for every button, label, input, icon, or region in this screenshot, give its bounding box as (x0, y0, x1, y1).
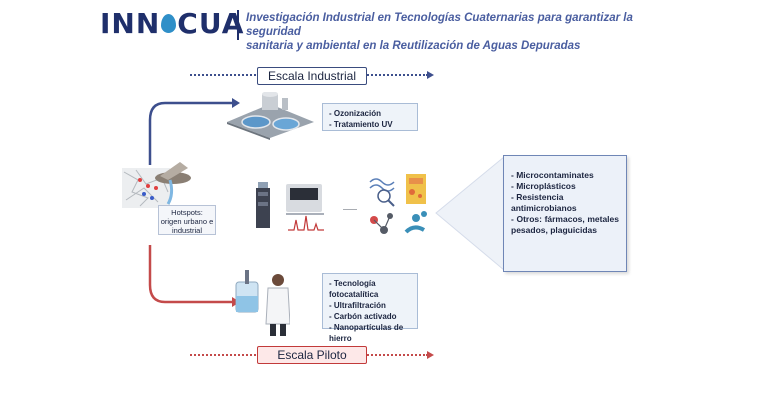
subtitle-line-1: Investigación Industrial en Tecnologías … (246, 12, 633, 38)
chromatography-instrument-icon (256, 182, 324, 231)
pilot-dotted-line-right (360, 354, 428, 356)
instrument-to-analysis-arrow (343, 209, 357, 210)
industrial-arrowhead (427, 71, 434, 79)
header-divider (237, 10, 239, 40)
sampling-map-icon (122, 162, 191, 208)
pilot-scale-label: Escala Piloto (257, 346, 367, 364)
pilot-dotted-line-left (190, 354, 260, 356)
logo-text-left: INN (100, 7, 161, 40)
pilot-reactor-scientist-icon (235, 270, 290, 336)
result-item: Microplásticos (511, 181, 619, 192)
hotspots-line-1: origen urbano e (160, 217, 214, 226)
results-callout-wedge (435, 156, 504, 271)
hotspots-line-2: industrial (171, 226, 202, 235)
results-box: Microcontaminates Microplásticos Resiste… (503, 155, 627, 272)
logo-text-right: CUA (177, 7, 245, 40)
analysis-icons-group (369, 174, 427, 234)
treatment-item: Ultrafiltración (329, 300, 411, 311)
industrial-dotted-line-left (190, 74, 260, 76)
wastewater-plant-icon (227, 92, 314, 140)
header-subtitle: Investigación Industrial en Tecnologías … (246, 11, 686, 53)
water-drop-icon (161, 13, 177, 33)
result-item: Resistencia antimicrobianos (511, 192, 619, 214)
treatment-item: Tecnología fotocatalítica (329, 278, 411, 300)
result-item: Otros: fármacos, metales pesados, plagui… (511, 214, 619, 236)
industrial-scale-label: Escala Industrial (257, 67, 367, 85)
pilot-arrowhead (427, 351, 434, 359)
treatment-item: Ozonización (329, 108, 411, 119)
treatment-item: Nanopartículas de hierro (329, 322, 411, 344)
treatment-item: Tratamiento UV (329, 119, 411, 130)
hotspots-label: Hotspots: origen urbano e industrial (158, 205, 216, 235)
pilot-treatments-box: Tecnología fotocatalítica Ultrafiltració… (322, 273, 418, 343)
treatment-item: Carbón activado (329, 311, 411, 322)
subtitle-line-2: sanitaria y ambiental en la Reutilizació… (246, 40, 581, 52)
industrial-dotted-line-right (360, 74, 428, 76)
industrial-treatments-box: Ozonización Tratamiento UV (322, 103, 418, 131)
hotspots-title: Hotspots: (171, 208, 203, 217)
result-item: Microcontaminates (511, 170, 619, 181)
logo: INN CUA (100, 7, 244, 40)
